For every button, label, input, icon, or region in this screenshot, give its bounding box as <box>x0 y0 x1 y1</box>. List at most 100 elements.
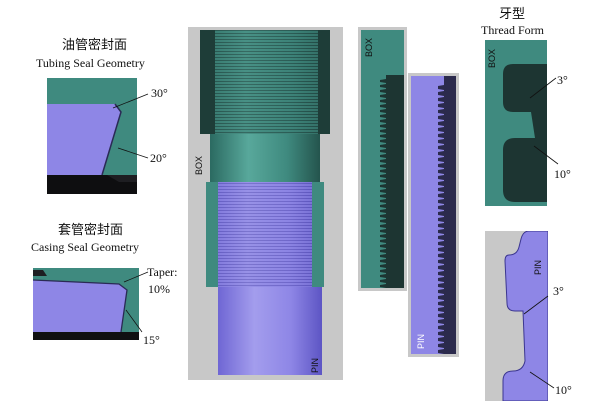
box-thread-tooth <box>380 84 386 88</box>
pin-thread-tooth <box>438 349 444 354</box>
pin-thread-tooth <box>438 199 444 204</box>
box-thread-tooth <box>380 269 386 273</box>
box-thread-tooth <box>380 129 386 133</box>
thread-detail-box: BOX <box>358 27 407 291</box>
box-thread-tooth <box>380 254 386 258</box>
box-thread-tooth <box>380 89 386 93</box>
thread-form-pin-label: PIN <box>533 260 543 275</box>
box-thread-tooth <box>380 79 386 83</box>
connection-box-label: BOX <box>194 156 204 175</box>
tubing-seal-diagram <box>47 78 137 194</box>
box-thread-tooth <box>380 189 386 193</box>
pin-thread-tooth <box>438 259 444 264</box>
box-thread-tooth <box>380 219 386 223</box>
pin-thread-tooth <box>438 187 444 192</box>
box-thread-tooth <box>380 209 386 213</box>
pin-thread-tooth <box>438 223 444 228</box>
box-thread-tooth <box>380 279 386 283</box>
pin-thread-tooth <box>438 91 444 96</box>
pin-thread-tooth <box>438 253 444 258</box>
box-thread-tooth <box>380 169 386 173</box>
pin-thread-tooth <box>438 145 444 150</box>
box-thread-tooth <box>380 94 386 98</box>
box-thread-tooth <box>380 284 386 288</box>
casing-taper-label: Taper: <box>147 265 178 279</box>
box-thread-tooth <box>380 234 386 238</box>
box-thread-tooth <box>380 249 386 253</box>
pin-thread-tooth <box>438 169 444 174</box>
box-thread-tooth <box>380 194 386 198</box>
thread-form-pin: PIN <box>485 231 548 401</box>
pin-thread-tooth <box>438 103 444 108</box>
box-thread-tooth <box>380 99 386 103</box>
pin-thread-tooth <box>438 307 444 312</box>
tubing-leader-lines <box>112 93 149 159</box>
thread-form-box-angle-10: 10° <box>554 167 571 181</box>
box-thread-tooth <box>380 264 386 268</box>
tubing-title-cn: 油管密封面 <box>62 37 128 52</box>
thread-form-title-cn: 牙型 <box>499 6 526 21</box>
box-thread-tooth <box>380 174 386 178</box>
box-thread-tooth <box>380 119 386 123</box>
box-thread-tooth <box>380 244 386 248</box>
pin-thread-tooth <box>438 337 444 342</box>
thread-form-pin-angle-3: 3° <box>553 284 564 298</box>
thread-form-box-label: BOX <box>487 49 497 68</box>
detail-pin-label: PIN <box>416 334 426 349</box>
box-thread-tooth <box>380 139 386 143</box>
box-thread-teeth <box>380 75 404 288</box>
tubing-angle-20: 20° <box>150 151 167 165</box>
pin-thread-tooth <box>438 133 444 138</box>
pin-thread-tooth <box>438 331 444 336</box>
box-thread-tooth <box>380 239 386 243</box>
pin-thread-tooth <box>438 247 444 252</box>
casing-title-cn: 套管密封面 <box>58 222 124 237</box>
box-thread-tooth <box>380 224 386 228</box>
pin-thread-tooth <box>438 289 444 294</box>
pin-thread-tooth <box>438 139 444 144</box>
pin-thread-tooth <box>438 295 444 300</box>
pin-thread-tooth <box>438 85 444 90</box>
connection-pin-label: PIN <box>310 358 320 373</box>
pin-thread-tooth <box>438 97 444 102</box>
box-thread-tooth <box>380 199 386 203</box>
pin-thread-tooth <box>438 313 444 318</box>
thread-form-box: BOX <box>485 40 547 206</box>
box-thread-tooth <box>380 159 386 163</box>
tubing-angle-30: 30° <box>151 86 168 100</box>
box-thread-tooth <box>380 274 386 278</box>
pin-thread-tooth <box>438 265 444 270</box>
casing-angle-15: 15° <box>143 333 160 347</box>
pin-thread-tooth <box>438 319 444 324</box>
box-thread-tooth <box>380 184 386 188</box>
pin-thread-tooth <box>438 277 444 282</box>
box-thread-tooth <box>380 214 386 218</box>
pin-thread-tooth <box>438 301 444 306</box>
pin-thread-tooth <box>438 283 444 288</box>
casing-title-en: Casing Seal Geometry <box>31 240 139 254</box>
box-thread-tooth <box>380 114 386 118</box>
pin-thread-tooth <box>438 151 444 156</box>
casing-leader-lines <box>123 271 149 333</box>
box-thread-tooth <box>380 229 386 233</box>
pin-thread-tooth <box>438 115 444 120</box>
box-thread-tooth <box>380 149 386 153</box>
detail-box-label: BOX <box>364 38 374 57</box>
pin-thread-tooth <box>438 121 444 126</box>
pin-thread-tooth <box>438 229 444 234</box>
thread-form-box-angle-3: 3° <box>557 73 568 87</box>
thread-form-title-en: Thread Form <box>481 23 544 37</box>
pin-thread-tooth <box>438 325 444 330</box>
pin-thread-tooth <box>438 211 444 216</box>
pin-thread-tooth <box>438 127 444 132</box>
box-thread-tooth <box>380 179 386 183</box>
box-thread-tooth <box>380 164 386 168</box>
thread-form-box-leaders <box>529 77 559 165</box>
tubing-title-en: Tubing Seal Geometry <box>36 56 145 70</box>
pin-thread-tooth <box>438 205 444 210</box>
pin-thread-tooth <box>438 163 444 168</box>
pin-thread-tooth <box>438 241 444 246</box>
pin-thread-tooth <box>438 193 444 198</box>
pin-thread-tooth <box>438 181 444 186</box>
pin-thread-tooth <box>438 175 444 180</box>
